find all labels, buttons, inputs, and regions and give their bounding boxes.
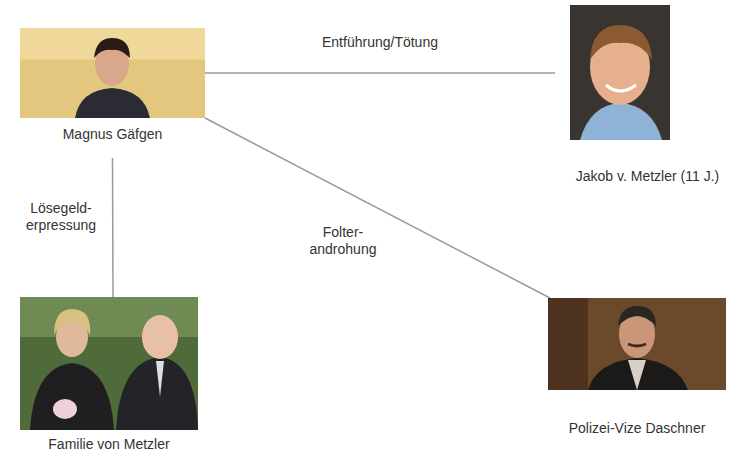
relation-line: [205, 118, 550, 298]
portrait-photo: [20, 297, 198, 430]
photo-card: Polizei-Vize Daschner: [548, 298, 726, 436]
photo-card: Magnus Gäfgen: [20, 28, 205, 142]
person-caption: Polizei-Vize Daschner: [548, 420, 726, 436]
portrait-photo: [20, 28, 205, 118]
photo-card: Jakob v. Metzler (11 J.): [555, 5, 740, 184]
edge-label: Lösegeld- erpressung: [20, 200, 102, 234]
photo-card: Familie von Metzler: [20, 297, 198, 452]
person-caption: Familie von Metzler: [20, 436, 198, 452]
portrait-photo: [548, 298, 726, 390]
relation-line: [205, 73, 555, 74]
person-caption: Jakob v. Metzler (11 J.): [555, 168, 740, 184]
edge-label: Folter- androhung: [298, 224, 388, 258]
portrait-photo: [570, 5, 670, 140]
edge-label: Entführung/Tötung: [290, 34, 470, 51]
relation-line: [112, 158, 114, 297]
person-caption: Magnus Gäfgen: [20, 126, 205, 142]
